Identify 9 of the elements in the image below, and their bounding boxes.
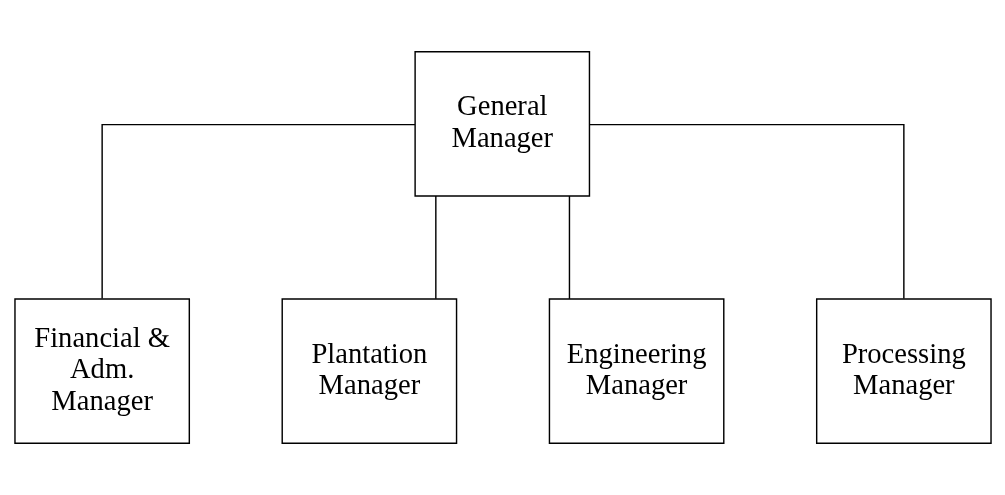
node-box: Financial & Adm. Manager [13, 298, 190, 444]
connector [568, 195, 570, 300]
connector [434, 195, 437, 300]
connector [100, 123, 416, 300]
node-box: Engineering Manager [548, 298, 724, 444]
connector [588, 123, 905, 300]
node-box: Plantation Manager [281, 298, 457, 444]
node-box: General Manager [413, 51, 590, 197]
node-box: Processing Manager [815, 298, 992, 444]
